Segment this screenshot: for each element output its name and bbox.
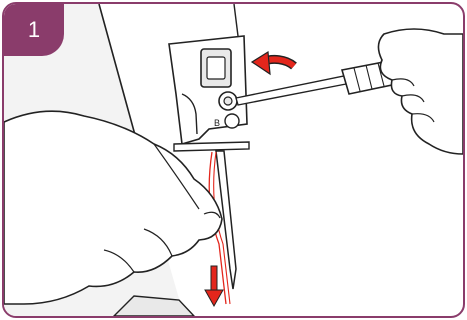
lower-screw: [224, 113, 240, 129]
left-hand: [4, 110, 223, 305]
sewing-machine-illustration: B: [4, 4, 463, 316]
clamp-mark: B: [214, 118, 220, 128]
machine-base: [113, 295, 195, 316]
instruction-panel: 1 B: [2, 2, 465, 318]
curved-arrow-icon: [250, 50, 297, 76]
right-hand: [377, 28, 463, 155]
needle-bar: [173, 141, 250, 152]
down-arrow-icon: [204, 265, 224, 308]
step-number-badge: 1: [4, 4, 64, 56]
needle: [215, 150, 237, 290]
